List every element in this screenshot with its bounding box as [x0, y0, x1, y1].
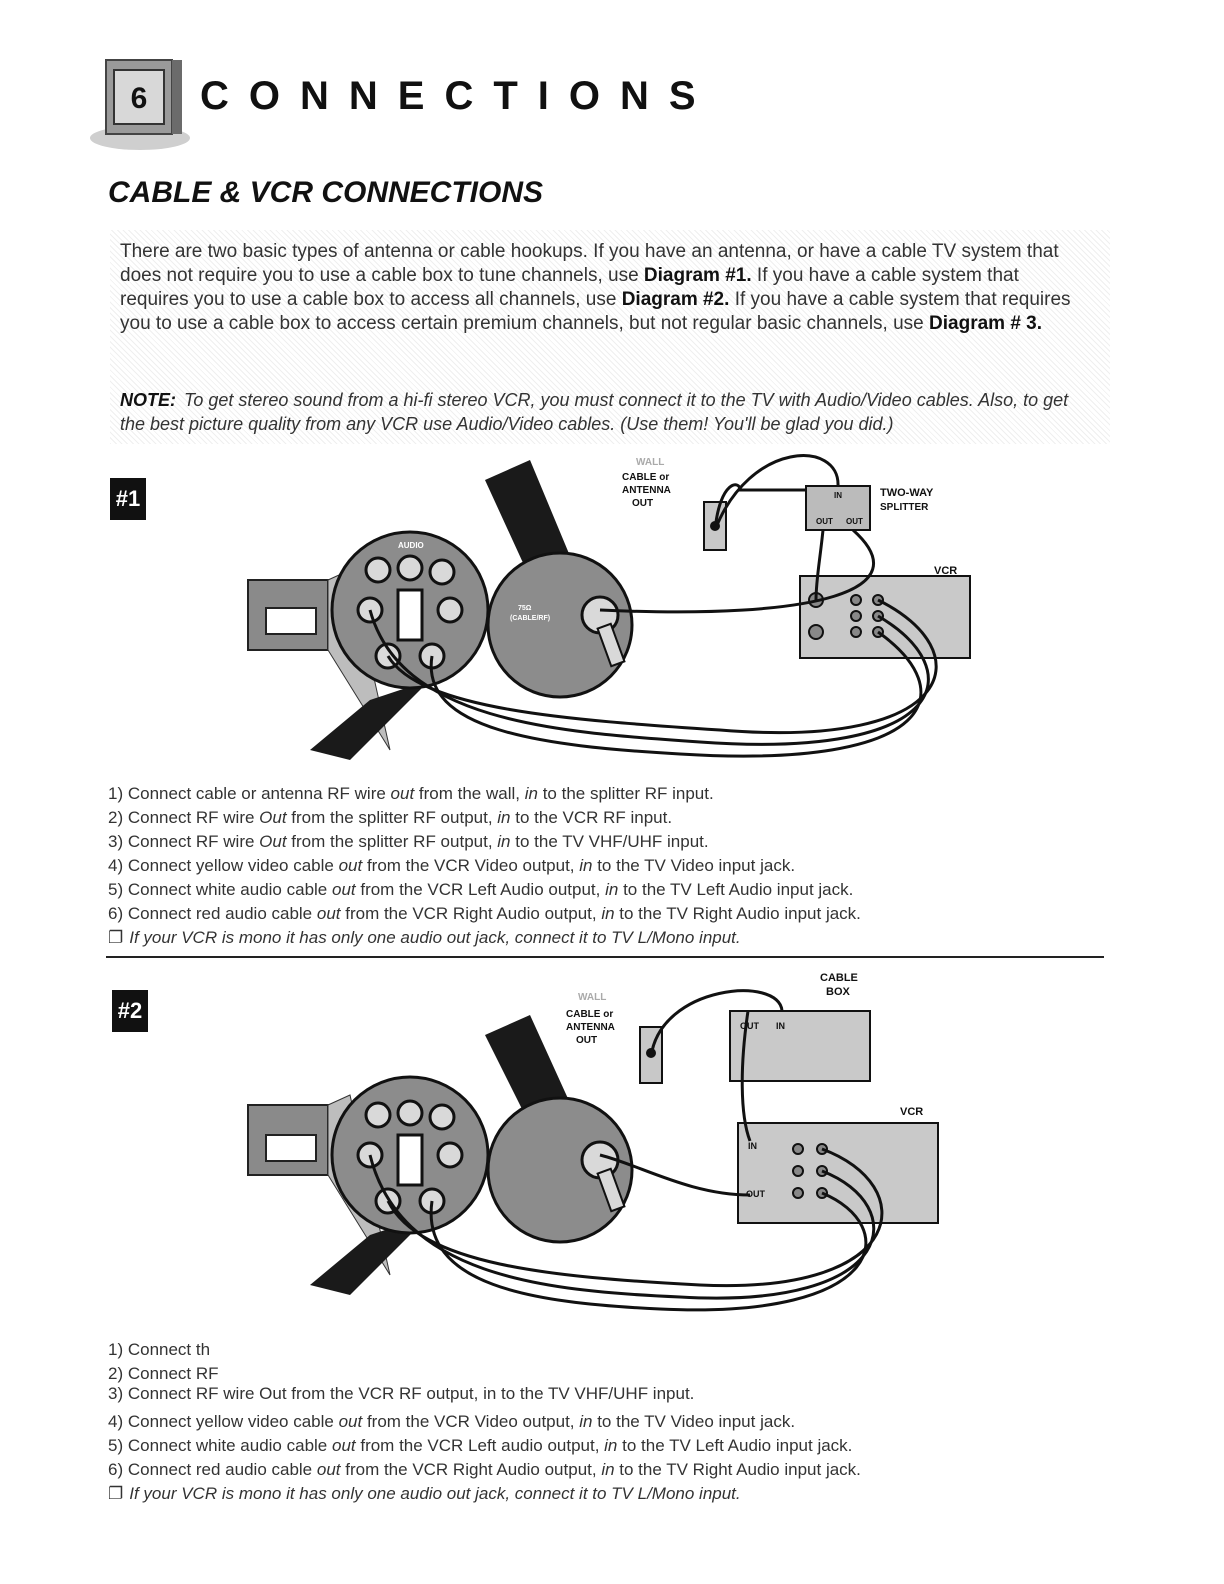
wall-out-label-1: CABLE or [622, 472, 669, 483]
diagram-2-badge: #2 [112, 990, 148, 1032]
diagram-2-step-5: 5) Connect white audio cable out from th… [108, 1436, 853, 1455]
wall-out-label-3: OUT [576, 1035, 597, 1046]
splitter-label-2: SPLITTER [880, 502, 929, 513]
rf-jack-panel [486, 1096, 634, 1244]
splitter-port-out-1: OUT [816, 517, 833, 526]
vcr-port-out: OUT [746, 1189, 766, 1199]
note-text: To get stereo sound from a hi-fi stereo … [120, 390, 1069, 434]
intro-text-2: If you have a cable system that requires… [120, 265, 1019, 310]
diagram-1-ref: Diagram #1. [643, 265, 752, 286]
diagram-3-ref: Diagram # 3. [929, 313, 1043, 334]
checkbox-icon: ❐ [108, 928, 124, 947]
cable-box-label-1: CABLE [820, 972, 858, 984]
diagram-2: WALL CABLE or ANTENNA OUT CABLE BOX OUT … [247, 972, 939, 1312]
chapter-header: 6 CONNECTIONS [88, 52, 788, 152]
diagram-2-steps: 1) Connect th 2) Connect RF 3) Connect R… [108, 1338, 1108, 1506]
diagram-2-ref: Diagram #2. [621, 289, 730, 310]
vcr [799, 575, 971, 659]
diagram-1-mono-note: ❐If your VCR is mono it has only one aud… [108, 928, 741, 947]
diagram-1-step-4: 4) Connect yellow video cable out from t… [108, 856, 796, 875]
rf-plug [596, 1167, 626, 1213]
rf-jack-panel [486, 551, 634, 699]
diagram-1-step-3: 3) Connect RF wire Out from the splitter… [108, 832, 709, 851]
cable-band-bottom [310, 680, 430, 760]
intro-paragraph: There are two basic types of antenna or … [120, 240, 1090, 336]
cable-box [729, 1010, 871, 1082]
diagram-1-steps: 1) Connect cable or antenna RF wire out … [108, 782, 1108, 950]
section-title: CABLE & VCR CONNECTIONS [108, 176, 544, 209]
av-jacks [356, 1099, 464, 1215]
diagram-1-step-2: 2) Connect RF wire Out from the splitter… [108, 808, 673, 827]
vcr-port-in: IN [748, 1141, 757, 1151]
diagram-2-mono-note: ❐If your VCR is mono it has only one aud… [108, 1484, 741, 1503]
checkbox-icon: ❐ [108, 1484, 124, 1503]
diagram-2-step-4: 4) Connect yellow video cable out from t… [108, 1412, 796, 1431]
intro-box: There are two basic types of antenna or … [110, 230, 1110, 444]
splitter-port-in: IN [834, 491, 842, 500]
cable-box-label-2: BOX [826, 986, 851, 998]
diagram-2-step-1: 1) Connect th [108, 1340, 211, 1359]
intro-text-3: If you have a cable system that requires… [120, 289, 1071, 334]
cable-band-bottom [310, 1215, 430, 1295]
rf-plug [596, 622, 626, 668]
note-label: NOTE: [120, 390, 176, 410]
splitter-port-out-2: OUT [846, 517, 863, 526]
tv-icon: 6 [90, 59, 190, 150]
chapter-number: 6 [131, 82, 148, 115]
tv-panel [265, 607, 317, 635]
vcr [737, 1122, 939, 1224]
diagram-2-step-6: 6) Connect red audio cable out from the … [108, 1460, 861, 1479]
diagram-1-step-5: 5) Connect white audio cable out from th… [108, 880, 854, 899]
diagram-1-badge: #1 [110, 478, 146, 520]
vcr-label: VCR [900, 1106, 923, 1118]
cables [368, 454, 938, 758]
tv-audio-label: AUDIO [398, 541, 424, 550]
section-divider [106, 956, 1104, 958]
wall-out-label-2: ANTENNA [566, 1022, 615, 1033]
wall-label: WALL [636, 457, 664, 468]
cables [368, 989, 884, 1312]
diagram-1-step-1: 1) Connect cable or antenna RF wire out … [108, 784, 714, 803]
vcr-label: VCR [934, 565, 957, 577]
tv-panel [265, 1134, 317, 1162]
wall-out-label-3: OUT [632, 498, 653, 509]
splitter-label-1: TWO-WAY [880, 487, 934, 499]
diagram-1-step-6: 6) Connect red audio cable out from the … [108, 904, 861, 923]
tv-rf-label-2: (CABLE/RF) [510, 615, 550, 622]
diagram-2-step-2: 2) Connect RF [108, 1364, 219, 1383]
chapter-title: CONNECTIONS [200, 74, 716, 118]
diagram-2-step-3: 3) Connect RF wire Out from the VCR RF o… [108, 1386, 695, 1403]
diagram-1: AUDIO 75Ω (CABLE/RF) WALL CABLE or ANTEN… [247, 454, 971, 760]
wall-out-label-1: CABLE or [566, 1009, 613, 1020]
splitter [805, 485, 871, 531]
intro-text-1: There are two basic types of antenna or … [120, 241, 1059, 286]
tv-rf-label: 75Ω [518, 605, 532, 612]
wall-label: WALL [578, 992, 606, 1003]
cable-box-port-in: IN [776, 1021, 785, 1031]
wall-out-label-2: ANTENNA [622, 485, 671, 496]
note: NOTE:To get stereo sound from a hi-fi st… [120, 388, 1090, 436]
cable-box-port-out: OUT [740, 1021, 760, 1031]
av-plug [396, 1133, 424, 1187]
av-plug [396, 588, 424, 642]
